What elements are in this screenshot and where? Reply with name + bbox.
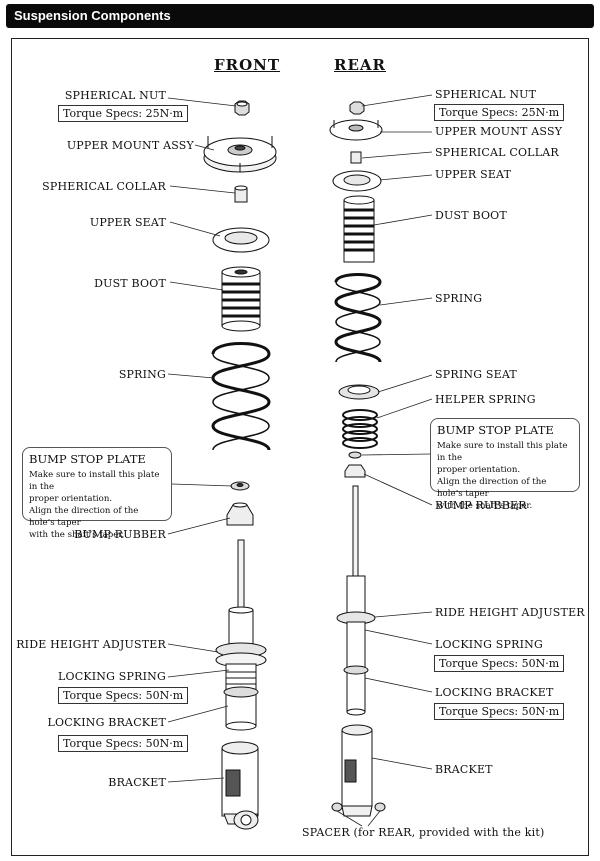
front-bracket — [221, 741, 259, 830]
front-dust-boot — [221, 266, 261, 332]
rear-bump-stop-note-line: Align the direction of the hole’s taper — [437, 477, 547, 499]
front-upper-mount-label: UPPER MOUNT ASSY — [66, 139, 194, 152]
rear-helper-spring — [342, 409, 378, 449]
front-bump-stop-note: BUMP STOP PLATE Make sure to install thi… — [22, 447, 172, 540]
front-shock-body — [215, 539, 267, 731]
rear-torque-spec-locking-spring: Torque Specs: 50N·m — [434, 655, 565, 672]
rear-helper-spring-label: HELPER SPRING — [435, 393, 536, 406]
rear-bump-stop-note-line: with the shaft’s taper. — [437, 501, 533, 511]
front-locking-spring-label: LOCKING SPRING — [58, 670, 166, 683]
rear-bump-stop-note: BUMP STOP PLATE Make sure to install thi… — [430, 418, 580, 511]
rear-bracket — [341, 724, 373, 817]
front-bump-stop-note-line: with the shaft’s taper. — [29, 530, 125, 540]
rear-bump-stop-note-line: proper orientation. — [437, 465, 521, 475]
rear-upper-seat-label: UPPER SEAT — [435, 168, 512, 181]
front-bracket-label: BRACKET — [108, 776, 166, 789]
front-bump-stop-note-line: Align the direction of the hole’s taper — [29, 506, 139, 528]
page-title: Suspension Components — [6, 4, 594, 28]
front-spherical-nut-label: SPHERICAL NUT — [64, 89, 166, 102]
front-spring-label: SPRING — [118, 368, 166, 381]
diagram-frame — [11, 38, 589, 856]
front-spherical-collar-label: SPHERICAL COLLAR — [42, 180, 166, 193]
front-locking-bracket-label: LOCKING BRACKET — [47, 716, 166, 729]
rear-spring-label: SPRING — [435, 292, 483, 305]
front-bump-rubber — [226, 502, 254, 526]
front-spherical-nut — [234, 100, 250, 116]
front-column-heading: FRONT — [214, 56, 281, 74]
rear-dust-boot — [343, 195, 375, 263]
rear-column-heading: REAR — [334, 56, 387, 74]
front-bump-stop-note-line: Make sure to install this plate in the — [29, 470, 160, 492]
rear-torque-spec-nut: Torque Specs: 25N·m — [434, 104, 565, 121]
rear-bump-stop-plate — [348, 451, 362, 459]
rear-dust-boot-label: DUST BOOT — [435, 209, 507, 222]
rear-spring-seat — [338, 384, 380, 400]
front-dust-boot-label: DUST BOOT — [94, 277, 166, 290]
rear-bump-rubber-label: BUMP RUBBER — [435, 499, 527, 512]
rear-locking-spring-label: LOCKING SPRING — [435, 638, 543, 651]
rear-spacer-label: SPACER (for REAR, provided with the kit) — [302, 826, 545, 839]
front-bump-stop-plate — [230, 481, 250, 491]
rear-bump-rubber — [344, 464, 366, 478]
front-bump-stop-note-line: proper orientation. — [29, 494, 113, 504]
rear-upper-seat — [332, 170, 382, 192]
front-upper-seat-label: UPPER SEAT — [89, 216, 166, 229]
front-spherical-collar — [234, 185, 248, 203]
rear-upper-mount-label: UPPER MOUNT ASSY — [435, 125, 563, 138]
front-bump-stop-note-title: BUMP STOP PLATE — [29, 452, 146, 466]
rear-spring — [334, 273, 382, 363]
rear-bump-stop-note-line: Make sure to install this plate in the — [437, 441, 568, 463]
front-spring — [211, 342, 271, 451]
rear-bump-stop-note-title: BUMP STOP PLATE — [437, 423, 554, 437]
front-torque-spec-locking-bracket: Torque Specs: 50N·m — [58, 735, 189, 752]
front-torque-spec-locking-spring: Torque Specs: 50N·m — [58, 687, 189, 704]
rear-torque-spec-locking-bracket: Torque Specs: 50N·m — [434, 703, 565, 720]
rear-spring-seat-label: SPRING SEAT — [435, 368, 517, 381]
rear-shock-body — [336, 485, 376, 716]
front-upper-seat — [212, 227, 270, 253]
rear-upper-mount — [329, 119, 383, 141]
rear-ride-height-label: RIDE HEIGHT ADJUSTER — [435, 606, 585, 619]
rear-bracket-label: BRACKET — [435, 763, 493, 776]
front-torque-spec-nut: Torque Specs: 25N·m — [58, 105, 189, 122]
front-bump-rubber-label: BUMP RUBBER — [74, 528, 166, 541]
rear-spherical-collar-label: SPHERICAL COLLAR — [435, 146, 559, 159]
rear-spherical-nut-label: SPHERICAL NUT — [435, 88, 537, 101]
rear-spherical-nut — [349, 101, 365, 115]
front-ride-height-label: RIDE HEIGHT ADJUSTER — [16, 638, 166, 651]
front-upper-mount — [203, 136, 277, 173]
rear-spherical-collar — [350, 151, 362, 164]
rear-locking-bracket-label: LOCKING BRACKET — [435, 686, 554, 699]
